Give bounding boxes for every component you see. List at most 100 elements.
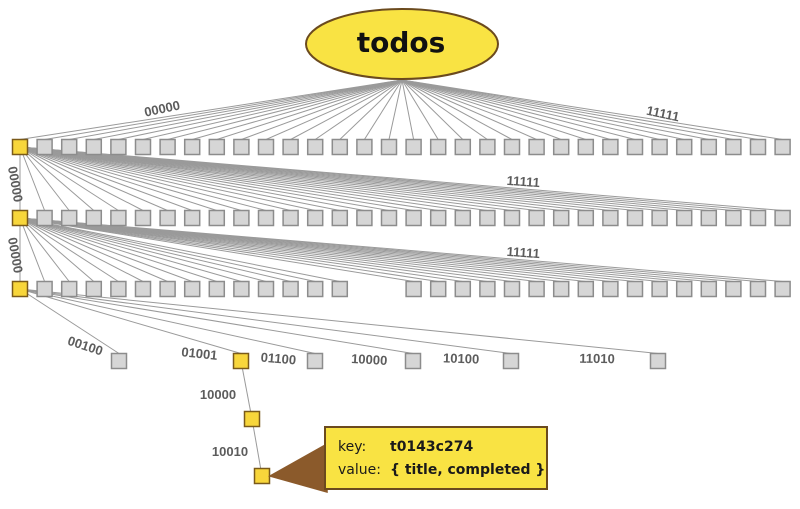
level2-node[interactable] (85, 209, 103, 227)
level1-node[interactable] (380, 138, 398, 156)
level3-node[interactable] (306, 280, 324, 298)
level2-node[interactable] (725, 209, 742, 227)
root-node[interactable]: todos (305, 8, 499, 80)
level1-node[interactable] (602, 138, 619, 156)
level3-node[interactable] (110, 280, 127, 298)
level1-node[interactable] (36, 138, 53, 156)
level4-node[interactable] (110, 352, 128, 370)
level3-node[interactable] (651, 280, 668, 298)
level4-node[interactable] (649, 352, 667, 370)
level1-node[interactable] (503, 138, 521, 156)
level3-node[interactable] (159, 280, 176, 298)
level2-node[interactable] (36, 209, 53, 227)
level3-node[interactable] (405, 280, 422, 298)
level2-node[interactable] (60, 209, 78, 227)
level2-node[interactable] (577, 209, 595, 227)
level2-node[interactable] (233, 209, 250, 227)
level4-node[interactable] (404, 352, 422, 370)
chain-node-10000[interactable] (243, 410, 261, 428)
level1-node[interactable] (749, 138, 767, 156)
level2-node[interactable] (110, 209, 127, 227)
level2-node[interactable] (749, 209, 767, 227)
level1-node[interactable] (700, 138, 718, 156)
level3-node[interactable] (257, 280, 275, 298)
level1-node[interactable] (208, 138, 226, 156)
level3-node[interactable] (675, 280, 693, 298)
level2-node[interactable] (774, 209, 791, 227)
level3-node[interactable] (454, 280, 472, 298)
level2-node[interactable] (503, 209, 521, 227)
level3-node[interactable] (233, 280, 250, 298)
level3-node[interactable] (552, 280, 570, 298)
level1-node[interactable] (725, 138, 742, 156)
level2-node[interactable] (675, 209, 693, 227)
level3-node[interactable] (503, 280, 521, 298)
level4-node[interactable] (502, 352, 520, 370)
level2-node[interactable] (380, 209, 398, 227)
level1-node[interactable] (454, 138, 472, 156)
level3-node[interactable] (725, 280, 742, 298)
level2-node[interactable] (356, 209, 373, 227)
level1-node[interactable] (306, 138, 324, 156)
level3-node[interactable] (183, 280, 201, 298)
level2-node[interactable] (602, 209, 619, 227)
level1-node[interactable] (675, 138, 693, 156)
level1-node[interactable] (233, 138, 250, 156)
active-level4-node[interactable] (232, 352, 250, 370)
level1-node[interactable] (110, 138, 127, 156)
level3-node[interactable] (429, 280, 447, 298)
active-level3-node[interactable] (11, 280, 29, 298)
level2-node[interactable] (306, 209, 324, 227)
level1-node[interactable] (774, 138, 791, 156)
level2-node[interactable] (257, 209, 275, 227)
level1-node[interactable] (479, 138, 496, 156)
active-level2-node[interactable] (11, 209, 29, 227)
level2-node[interactable] (626, 209, 644, 227)
level3-node[interactable] (85, 280, 103, 298)
level3-node[interactable] (331, 280, 349, 298)
level2-node[interactable] (405, 209, 422, 227)
level1-node[interactable] (282, 138, 299, 156)
level4-node[interactable] (306, 352, 324, 370)
level1-node[interactable] (577, 138, 595, 156)
level2-node[interactable] (331, 209, 349, 227)
level2-node[interactable] (454, 209, 472, 227)
level3-node[interactable] (282, 280, 299, 298)
level3-node[interactable] (626, 280, 644, 298)
level2-node[interactable] (134, 209, 152, 227)
level2-node[interactable] (651, 209, 668, 227)
level2-node[interactable] (282, 209, 299, 227)
level3-node[interactable] (134, 280, 152, 298)
level1-node[interactable] (85, 138, 103, 156)
level3-node[interactable] (60, 280, 78, 298)
level1-node[interactable] (331, 138, 349, 156)
level1-node[interactable] (60, 138, 78, 156)
level3-node[interactable] (208, 280, 226, 298)
level1-node[interactable] (134, 138, 152, 156)
level1-node[interactable] (356, 138, 373, 156)
level2-node[interactable] (208, 209, 226, 227)
level1-node[interactable] (429, 138, 447, 156)
level2-node[interactable] (429, 209, 447, 227)
level3-node[interactable] (700, 280, 718, 298)
level1-node[interactable] (257, 138, 275, 156)
leaf-node-10010[interactable] (253, 467, 271, 485)
level1-node[interactable] (405, 138, 422, 156)
level1-node[interactable] (626, 138, 644, 156)
level2-node[interactable] (552, 209, 570, 227)
level1-node[interactable] (552, 138, 570, 156)
active-level1-node[interactable] (11, 138, 29, 156)
level1-node[interactable] (651, 138, 668, 156)
level2-node[interactable] (479, 209, 496, 227)
level2-node[interactable] (528, 209, 545, 227)
level1-node[interactable] (528, 138, 545, 156)
level3-node[interactable] (479, 280, 496, 298)
level1-node[interactable] (183, 138, 201, 156)
level3-node[interactable] (749, 280, 767, 298)
level2-node[interactable] (700, 209, 718, 227)
level1-node[interactable] (159, 138, 176, 156)
level2-node[interactable] (159, 209, 176, 227)
level2-node[interactable] (183, 209, 201, 227)
level3-node[interactable] (602, 280, 619, 298)
level3-node[interactable] (528, 280, 545, 298)
